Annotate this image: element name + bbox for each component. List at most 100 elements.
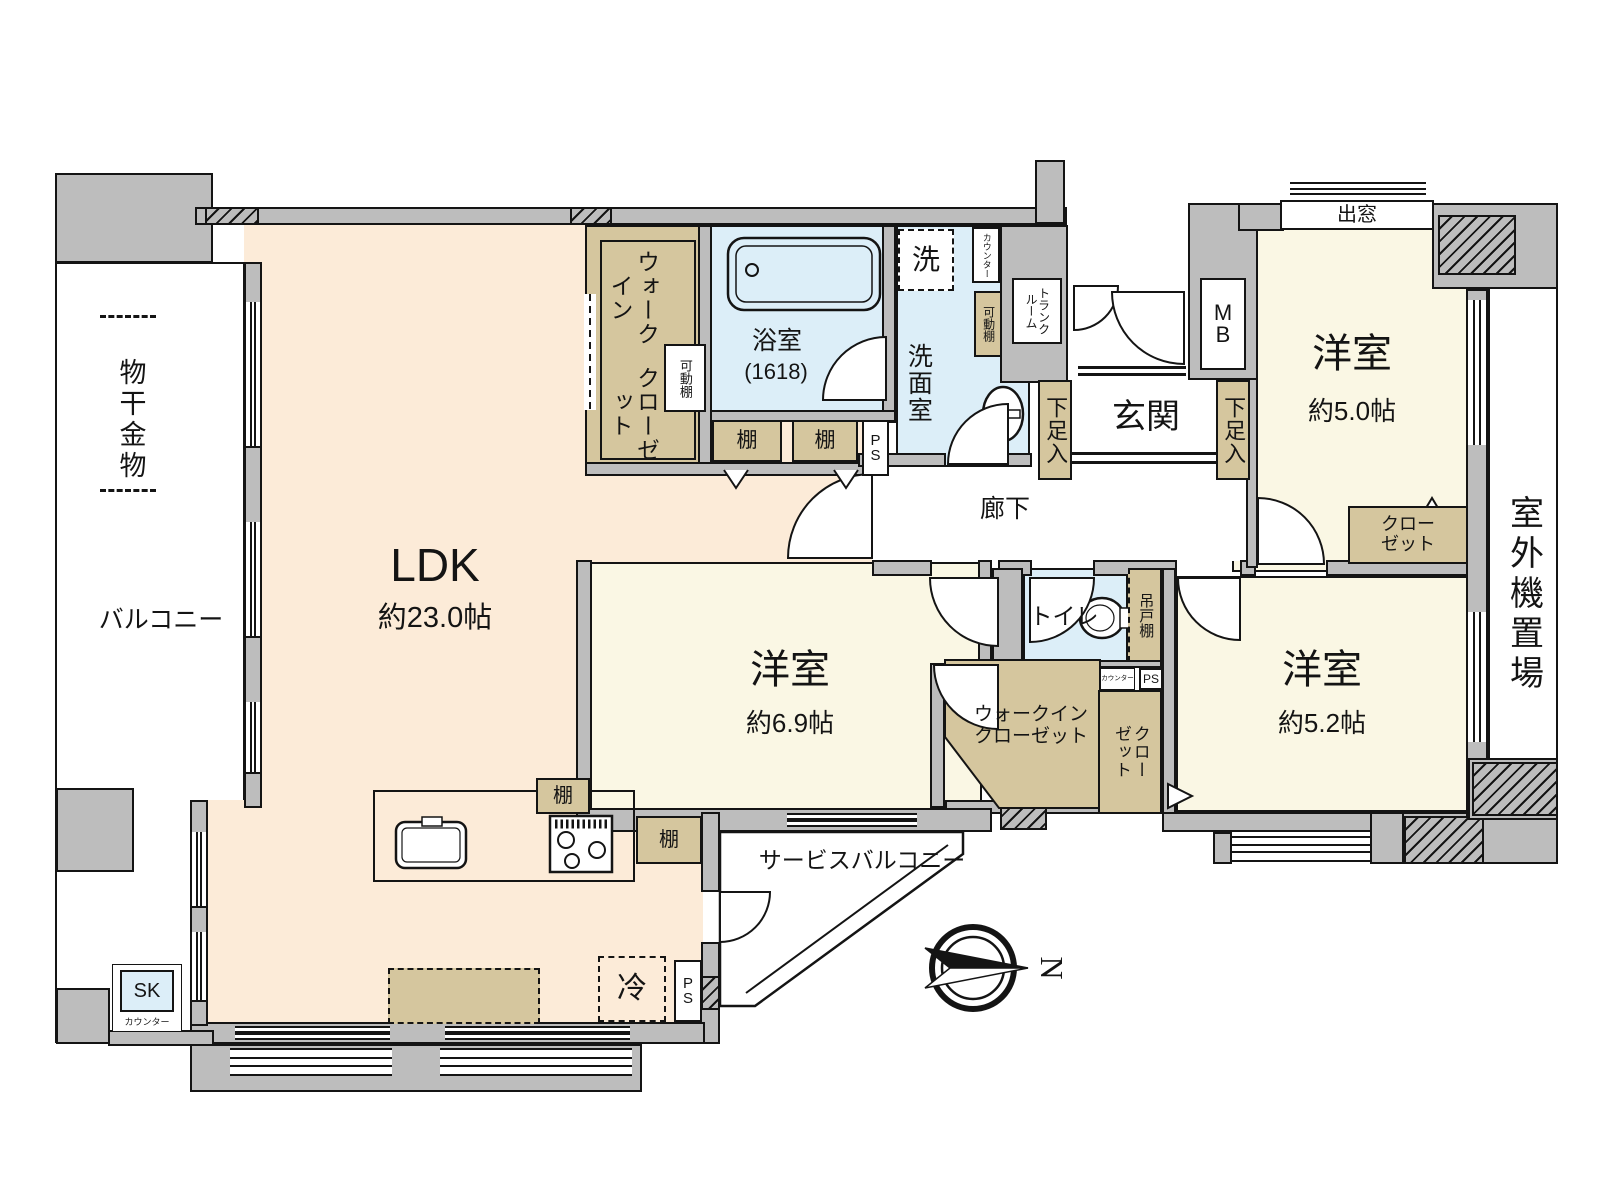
wall-hall-bottom-1 xyxy=(872,560,932,576)
window-bedroom-north-right xyxy=(1466,300,1488,445)
laundry-dash-bottom xyxy=(100,489,156,492)
closet-north-label-1: クロー xyxy=(1381,514,1435,535)
bay-window-glass xyxy=(1290,182,1426,202)
bay-window-box: 出窓 xyxy=(1280,200,1434,230)
kitchen-faucet-icon xyxy=(421,816,443,827)
stove-burner-1 xyxy=(557,831,575,849)
door-washroom xyxy=(946,402,1009,465)
bedroom-center-area-label: 約6.9帖 xyxy=(745,708,835,739)
counter-label-sk: カウンター xyxy=(124,1016,170,1027)
bedroom-east-label: 洋室 xyxy=(1282,648,1362,692)
ldk-label: LDK xyxy=(390,538,480,591)
outdoor-unit-label: 室外機置場 xyxy=(1504,495,1543,695)
door-bedroom-center xyxy=(928,577,999,648)
porch-sill-line-1 xyxy=(1078,366,1186,369)
wall-balcony-4 xyxy=(244,772,262,808)
bath-size-label: (1618) xyxy=(744,359,808,385)
refrigerator-box: 冷 xyxy=(598,956,666,1022)
door-ldk xyxy=(786,472,873,559)
pipe-space-box-hall: PS xyxy=(1139,668,1163,690)
outdoor-unit-strip xyxy=(1488,282,1558,760)
window-balcony-5 xyxy=(190,932,208,1002)
counter-label-washroom: カウンター xyxy=(981,232,992,278)
door-service-balcony xyxy=(719,891,772,944)
washing-machine-box: 洗 xyxy=(898,229,954,291)
washing-machine-label: 洗 xyxy=(911,244,940,276)
ldk-area-label: 約23.0帖 xyxy=(377,602,493,635)
closet-north-label-2: ゼット xyxy=(1381,534,1435,554)
entry-step-line-1 xyxy=(1072,452,1216,455)
compass-north-label: N xyxy=(1034,956,1071,980)
door-toilet xyxy=(1029,577,1096,644)
pipe-space-label-hall: PS xyxy=(1142,671,1159,686)
wall-hatch-br xyxy=(1404,816,1484,864)
movable-shelf-label-wic: 可動棚 xyxy=(677,358,693,398)
porch-sill-line-2 xyxy=(1078,373,1186,376)
wall-br-block xyxy=(1370,812,1404,864)
toilet-label: トイレ xyxy=(1029,602,1099,629)
pipe-space-box-kitchen: PS xyxy=(674,960,702,1022)
slop-sink-label: SK xyxy=(133,979,161,1002)
entry-step-line-2 xyxy=(1072,461,1216,464)
shoe-cabinet-label-left: 下足入 xyxy=(1043,395,1069,465)
shelf-box-1: 棚 xyxy=(712,420,782,462)
wic1-label-line1: ウォークイン xyxy=(607,250,660,346)
shelf-box-2: 棚 xyxy=(792,420,858,462)
window-balcony-2 xyxy=(244,522,262,638)
closet-box-east: クローゼット xyxy=(1098,690,1162,814)
hanging-cupboard-box: 吊戸棚 xyxy=(1128,568,1162,662)
wall-hatch-br2 xyxy=(1472,762,1558,816)
window-bedroom-east-bottom xyxy=(1232,836,1370,862)
wall-balcony-pillar xyxy=(56,788,134,872)
wall-hatch-1 xyxy=(205,207,259,225)
counter-box-washroom: カウンター xyxy=(972,227,1000,283)
bathtub-icon xyxy=(726,236,882,312)
window-service-balcony xyxy=(787,813,917,827)
window-bay-2 xyxy=(440,1048,632,1076)
window-balcony-3 xyxy=(244,702,262,774)
wall-hatch-2 xyxy=(570,207,612,225)
stove-burner-2 xyxy=(588,841,606,859)
window-bedroom-east-right xyxy=(1466,612,1488,742)
laundry-fitting-label: 物干金物 xyxy=(115,358,146,482)
wall-porch-stub xyxy=(1035,160,1065,224)
window-balcony-1 xyxy=(244,302,262,448)
kitchen-sink-inner xyxy=(401,827,461,863)
wic2-label-line2: クローゼット xyxy=(973,726,1088,747)
walk-in-closet-1-label: ウォークインクローゼット xyxy=(600,240,666,472)
fold-mark-1 xyxy=(723,469,749,490)
bedroom-north-label: 洋室 xyxy=(1312,332,1392,376)
meter-box: MB xyxy=(1200,278,1246,370)
shelf-box-kitchen-1: 棚 xyxy=(536,778,590,814)
door-entrance xyxy=(1110,291,1185,366)
shoe-cabinet-box-left: 下足入 xyxy=(1038,380,1072,480)
shoe-cabinet-box-right: 下足入 xyxy=(1216,380,1250,480)
counter-dashed-kitchen xyxy=(388,968,540,1024)
wall-top xyxy=(195,207,1067,225)
bedroom-center-label: 洋室 xyxy=(750,648,830,692)
fold-mark-2 xyxy=(833,469,859,490)
washroom-label: 洗面室 xyxy=(904,342,933,424)
toilet-inner xyxy=(1085,604,1115,632)
door-bedroom-north xyxy=(1257,496,1326,565)
bedroom-east-area-label: 約5.2帖 xyxy=(1277,708,1367,739)
closet-east-label-2: ゼット xyxy=(1112,725,1131,779)
shelf-label-2: 棚 xyxy=(814,429,836,453)
wall-balcony-bl xyxy=(56,988,110,1044)
wall-top-left-block xyxy=(55,173,213,263)
shelf-box-kitchen-2: 棚 xyxy=(636,816,702,864)
counter-box-hall: カウンター xyxy=(1100,668,1135,690)
wall-balcony-7 xyxy=(190,1000,208,1026)
closet-east-label-1: クロー xyxy=(1130,725,1150,779)
window-ldk-bottom-2 xyxy=(445,1026,630,1040)
door-bedroom-east xyxy=(1176,577,1241,642)
hallway-label: 廊下 xyxy=(979,494,1030,523)
bathtub-inner xyxy=(735,245,873,303)
counter-label-hall: カウンター xyxy=(1101,674,1134,682)
service-balcony-label: サービスバルコニー xyxy=(758,846,966,873)
door-walk-in-closet-2 xyxy=(932,664,999,731)
compass-needle-light xyxy=(924,967,1029,989)
entrance-label: 玄関 xyxy=(1112,398,1180,437)
